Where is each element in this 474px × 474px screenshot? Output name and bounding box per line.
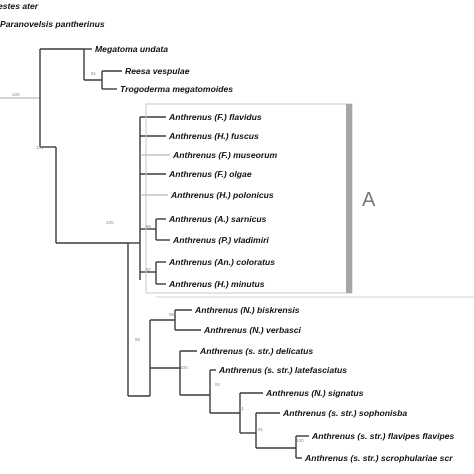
taxon-label-paranovelsis-pantherinus: Paranovelsis pantherinus: [0, 19, 105, 29]
taxon-label-polonicus: Anthrenus (H.) polonicus: [170, 190, 274, 200]
taxon-label-olgae: Anthrenus (F.) olgae: [168, 169, 252, 179]
taxon-label-megatoma-undata: Megatoma undata: [95, 44, 168, 54]
support-value-flavipes-group: 91: [258, 427, 264, 432]
support-values: 100 61 100 100 96 87 86 96 100 91 51 91 …: [12, 71, 304, 443]
taxon-label-minutus: Anthrenus (H.) minutus: [168, 279, 265, 289]
taxon-label-sophonisba: Anthrenus (s. str.) sophonisba: [282, 408, 407, 418]
taxon-label-sarnicus: Anthrenus (A.) sarnicus: [168, 214, 267, 224]
taxon-label-biskrensis: Anthrenus (N.) biskrensis: [194, 305, 300, 315]
taxon-labels: estes ater Paranovelsis pantherinus Mega…: [0, 1, 455, 463]
clade-a-bar: [346, 104, 352, 293]
taxon-label-reesa-vespulae: Reesa vespulae: [125, 66, 190, 76]
taxon-label-latefasciatus: Anthrenus (s. str.) latefasciatus: [218, 365, 347, 375]
taxon-label-signatus: Anthrenus (N.) signatus: [265, 388, 364, 398]
taxon-label-museorum: Anthrenus (F.) museorum: [172, 150, 277, 160]
support-value-biskrensis-verbasci: 96: [169, 312, 175, 317]
taxon-label-flavipes-flavipes: Anthrenus (s. str.) flavipes flavipes: [311, 431, 455, 441]
support-value-sophonisba-group: 51: [239, 406, 245, 411]
support-value-signatus-group: 91: [215, 382, 221, 387]
taxon-label-verbasci: Anthrenus (N.) verbasci: [203, 325, 302, 335]
support-value-root: 100: [12, 92, 20, 97]
taxon-label-delicatus: Anthrenus (s. str.) delicatus: [199, 346, 313, 356]
taxon-label-fuscus: Anthrenus (H.) fuscus: [168, 131, 259, 141]
support-value-reesa-trogoderma: 61: [91, 71, 97, 76]
support-value-anthrenus: 100: [36, 145, 44, 150]
support-value-clade-a: 100: [106, 220, 114, 225]
taxon-label-vladimiri: Anthrenus (P.) vladimiri: [172, 235, 269, 245]
clade-a-label: A: [362, 189, 376, 211]
taxon-label-trogoderma-megatomoides: Trogoderma megatomoides: [120, 84, 233, 94]
taxon-label-flavidus: Anthrenus (F.) flavidus: [168, 112, 262, 122]
support-value-lower-clade: 86: [135, 337, 141, 342]
taxon-label-coloratus: Anthrenus (An.) coloratus: [168, 257, 275, 267]
support-value-sarnicus-vladimiri: 96: [146, 224, 152, 229]
support-value-sstr-clade: 100: [180, 365, 188, 370]
support-value-flavipes-scrophulariae: 100: [296, 438, 304, 443]
support-value-coloratus-minutus: 87: [146, 267, 152, 272]
taxon-label-scrophulariae: Anthrenus (s. str.) scrophulariae scr: [304, 453, 453, 463]
taxon-label-estes-ater: estes ater: [0, 1, 39, 11]
tree-branches: [0, 48, 309, 459]
